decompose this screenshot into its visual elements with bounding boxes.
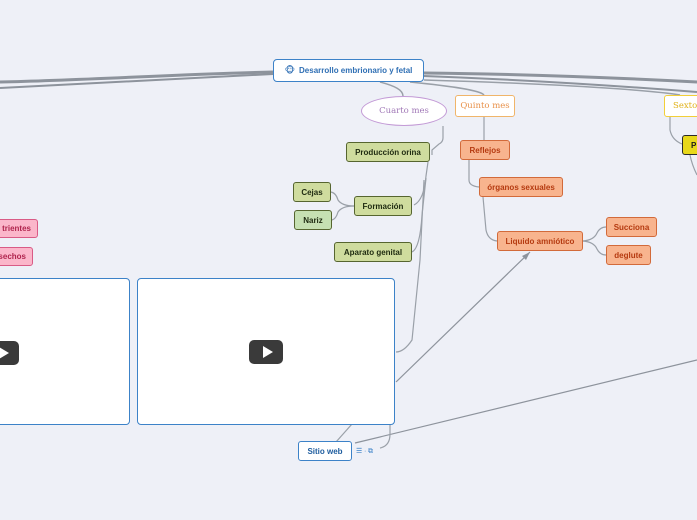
node-succiona[interactable]: Succiona xyxy=(606,217,657,237)
node-deglute[interactable]: deglute xyxy=(606,245,651,265)
node-produccion-orina[interactable]: Producción orina xyxy=(346,142,430,162)
month-cuarto[interactable]: Cuarto mes xyxy=(361,96,447,126)
node-sitio-web[interactable]: Sitio web xyxy=(298,441,352,461)
node-sexto-child[interactable]: P xyxy=(682,135,697,155)
notes-icon[interactable]: ☰ xyxy=(356,448,363,455)
sitio-side xyxy=(379,425,391,449)
node-aparato-genital[interactable]: Aparato genital xyxy=(334,242,412,262)
liquido-to-succiona xyxy=(582,226,607,242)
node-desechos[interactable]: sechos xyxy=(0,247,33,266)
arrow-to-liquido xyxy=(395,251,531,383)
root-label: Desarrollo embrionario y fetal xyxy=(299,66,413,75)
root-branch-right-1 xyxy=(423,71,697,84)
month-quinto[interactable]: Quinto mes xyxy=(455,95,515,117)
link-icon[interactable]: ⧉ xyxy=(368,448,373,455)
root-to-sexto xyxy=(423,79,681,96)
formacion-to-nariz xyxy=(331,205,355,221)
root-branch-left-1 xyxy=(0,70,274,84)
p-down xyxy=(689,154,697,176)
trunk-to-formacion xyxy=(413,161,429,206)
root-branch-left-2 xyxy=(0,73,274,89)
arrow-head-liquido xyxy=(522,252,530,260)
node-nutrientes[interactable]: trientes xyxy=(0,219,38,238)
root-node[interactable]: 🐵 Desarrollo embrionario y fetal xyxy=(273,59,424,82)
monkey-icon: 🐵 xyxy=(284,65,296,75)
separator-dot: · xyxy=(364,448,367,455)
arrow-to-right xyxy=(354,359,697,444)
video-to-sitio xyxy=(335,423,353,443)
node-reflejos[interactable]: Reflejos xyxy=(460,140,510,160)
node-cejas[interactable]: Cejas xyxy=(293,182,331,202)
root-to-cuarto xyxy=(379,81,404,97)
root-branch-right-2 xyxy=(423,75,697,93)
cuarto-trunk xyxy=(431,126,444,155)
play-icon[interactable] xyxy=(0,341,19,365)
formacion-to-cejas xyxy=(330,191,355,207)
node-organos-sexuales[interactable]: órganos sexuales xyxy=(479,177,563,197)
node-formacion[interactable]: Formación xyxy=(354,196,412,216)
video-embed-left[interactable] xyxy=(0,278,130,425)
reflejos-to-organos xyxy=(468,160,480,188)
play-icon[interactable] xyxy=(249,340,283,364)
node-nariz[interactable]: Nariz xyxy=(294,210,332,230)
month-sexto[interactable]: Sexto xyxy=(664,95,697,117)
liquido-to-deglute xyxy=(582,240,607,256)
sexto-to-p xyxy=(669,117,683,145)
node-liquido-amniotico[interactable]: Liquido amniótico xyxy=(497,231,583,251)
video-embed-right[interactable] xyxy=(137,278,395,425)
trunk-down xyxy=(395,179,425,353)
organos-to-liquido xyxy=(482,196,498,242)
root-to-quinto xyxy=(409,81,485,96)
